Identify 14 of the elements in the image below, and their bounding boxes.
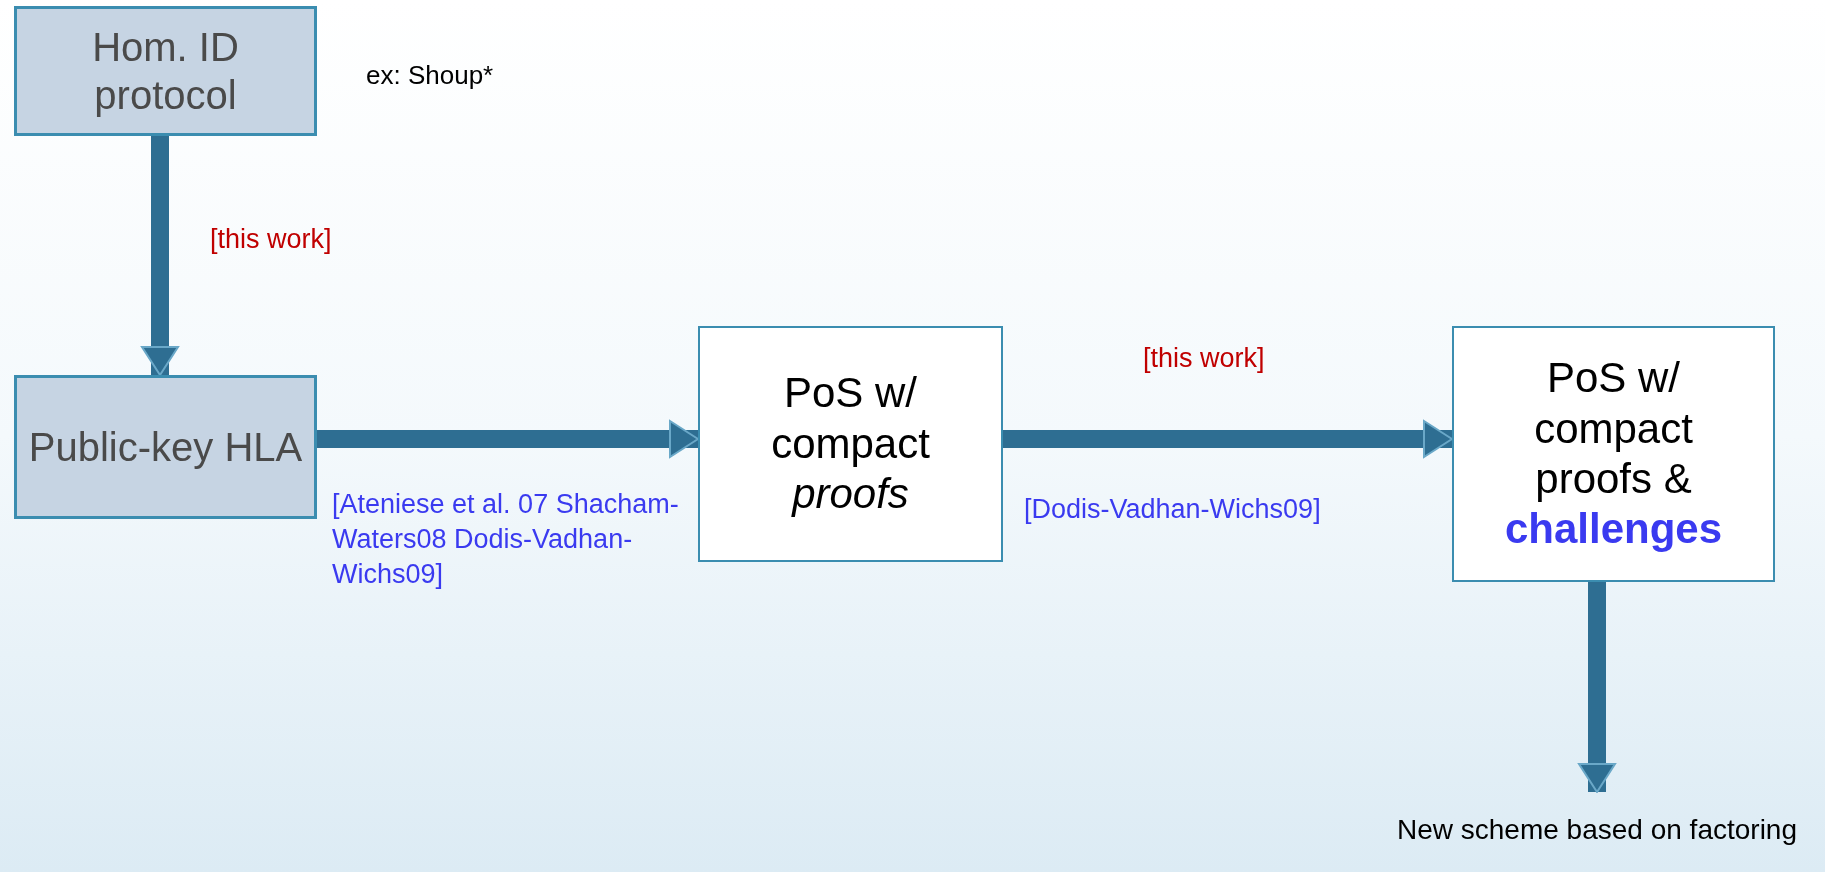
- block-arrow: [1578, 582, 1616, 793]
- edge-label: [this work]: [210, 223, 333, 256]
- block-arrow: [317, 420, 699, 458]
- process-box: Public-key HLA: [14, 375, 317, 519]
- block-arrow: [1003, 420, 1453, 458]
- note-text: ex: Shoup*: [366, 60, 494, 91]
- block-arrow: [141, 136, 179, 376]
- citation-text: [Dodis-Vadhan-Wichs09]: [1024, 493, 1321, 526]
- process-box: PoS w/ compact proofs & challenges: [1452, 326, 1775, 582]
- process-box: PoS w/ compact proofs: [698, 326, 1003, 562]
- process-box: Hom. ID protocol: [14, 6, 317, 136]
- edge-label: [this work]: [1143, 342, 1266, 375]
- node-text: New scheme based on factoring: [1387, 792, 1807, 868]
- edge-label: [Ateniese et al. 07 Shacham-Waters08 Dodis-Vadhan-Wichs09]: [332, 488, 680, 592]
